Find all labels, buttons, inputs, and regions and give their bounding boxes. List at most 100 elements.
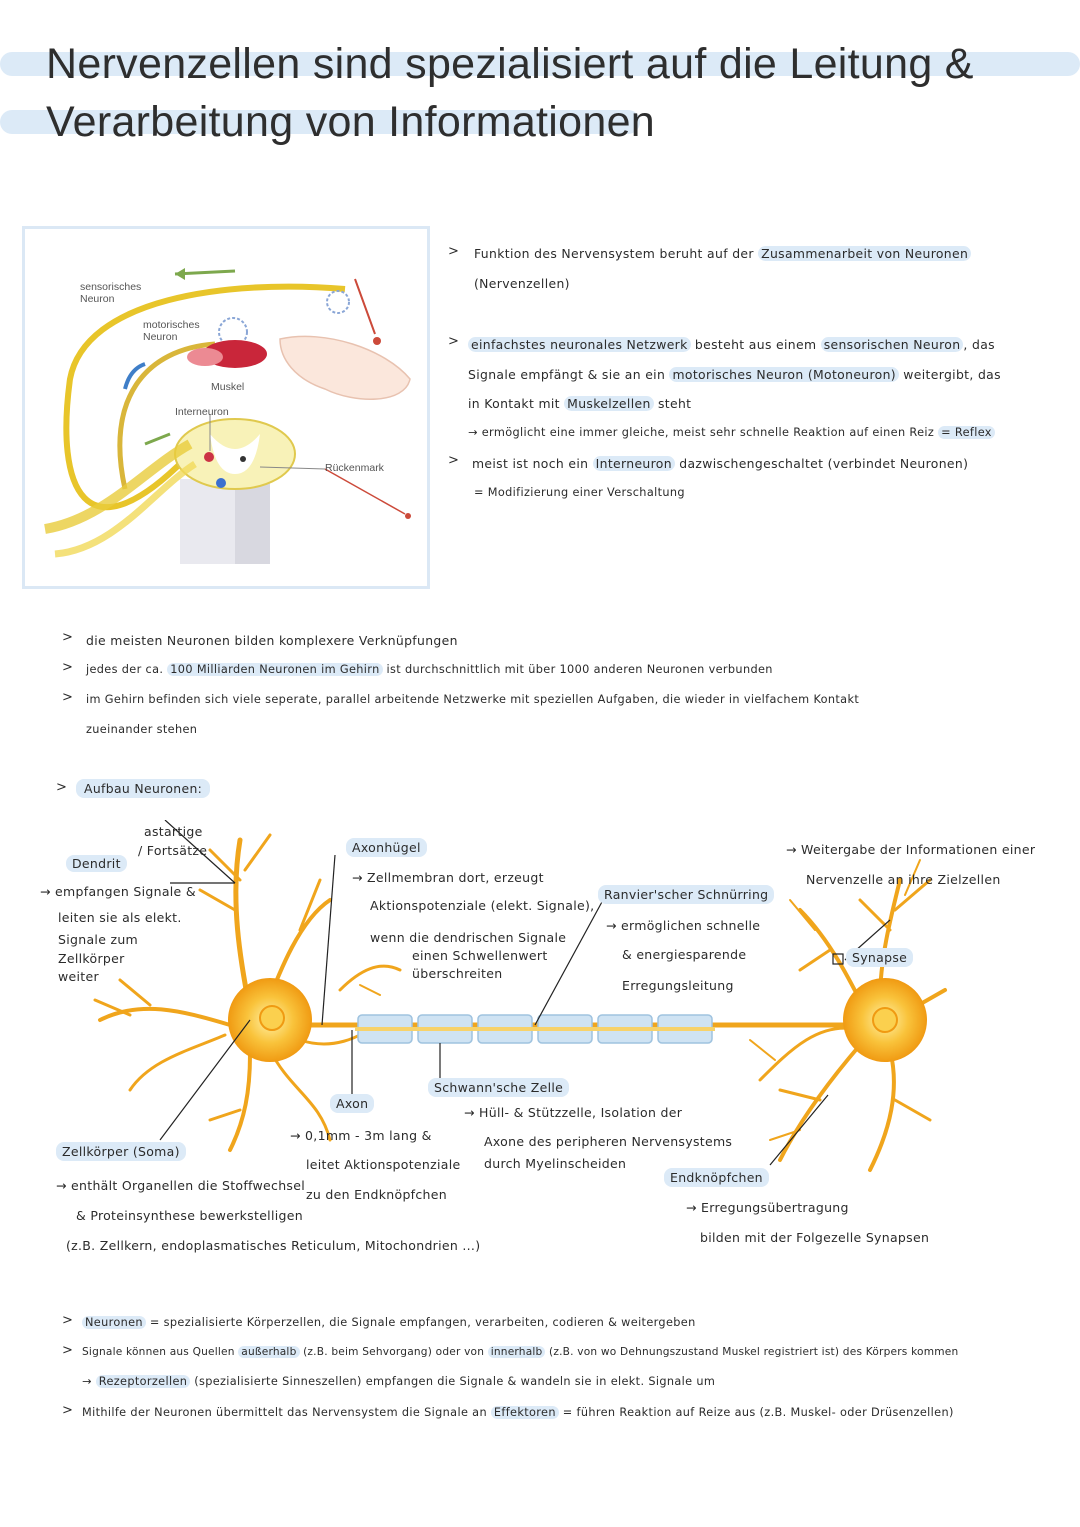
schwann-desc-2: Axone des peripheren Nervensystems	[484, 1134, 733, 1149]
label-axon: Axon	[330, 1094, 375, 1113]
axon-desc-2: leitet Aktionspotenziale	[306, 1157, 461, 1172]
schwann-desc-1: → Hüll- & Stützzelle, Isolation der	[464, 1105, 683, 1120]
dendrit-desc-5: weiter	[58, 969, 99, 984]
highlight-reflex: = Reflex	[938, 426, 995, 439]
bullet-text: Signale können aus Quellen	[82, 1346, 239, 1358]
axonhuegel-title: Axonhügel	[346, 838, 427, 857]
highlight-ausserhalb: außerhalb	[238, 1346, 300, 1358]
synapse-title: Synapse	[846, 948, 914, 967]
label-dendrit: Dendrit	[66, 855, 127, 872]
bullet-marker: >	[62, 690, 73, 705]
bullet-complex: die meisten Neuronen bilden komplexere V…	[86, 633, 458, 648]
bullet-function: Funktion des Nervensystem beruht auf der…	[474, 246, 972, 261]
highlight-motorisch: motorisches Neuron (Motoneuron)	[669, 367, 899, 382]
bullet-networks-l2: zueinander stehen	[86, 723, 198, 736]
neuron-diagram	[93, 820, 947, 1172]
bullet-marker: >	[62, 1403, 73, 1418]
axon-title: Axon	[330, 1094, 375, 1113]
endknoepfchen-title: Endknöpfchen	[664, 1168, 769, 1187]
figure-label-sensory: sensorisches Neuron	[80, 281, 142, 305]
ranvier-desc-2: & energiesparende	[622, 947, 747, 962]
bullet-marker: >	[448, 244, 459, 259]
dendrit-desc-3: Signale zum	[58, 932, 139, 947]
bullet-receptor: → Rezeptorzellen (spezialisierte Sinnesz…	[82, 1375, 715, 1388]
synapse-info-2: Nervenzelle an ihre Zielzellen	[806, 872, 1001, 887]
ranvier-title: Ranvier'scher Schnürring	[598, 885, 775, 904]
bullet-text: Funktion des Nervensystem beruht auf der	[474, 246, 759, 261]
bullet-text: Signale empfängt & sie an ein	[468, 367, 670, 382]
bullet-text: , das	[963, 337, 995, 352]
bullet-network-l4: → ermöglicht eine immer gleiche, meist s…	[468, 426, 995, 439]
highlight-aufbau: Aufbau Neuronen:	[76, 779, 211, 798]
figure-label-muscle: Muskel	[211, 381, 245, 393]
soma-desc-3: (z.B. Zellkern, endoplasmatisches Reticu…	[66, 1238, 481, 1253]
soma-desc-2: & Proteinsynthese bewerkstelligen	[76, 1208, 303, 1223]
axonhuegel-desc-1: → Zellmembran dort, erzeugt	[352, 870, 544, 885]
highlight-zusammenarbeit: Zusammenarbeit von Neuronen	[758, 246, 972, 261]
bullet-text: jedes der ca.	[86, 663, 168, 676]
bullet-text: (z.B. von wo Dehnungszustand Muskel regi…	[545, 1346, 959, 1358]
bullet-text: → ermöglicht eine immer gleiche, meist s…	[468, 426, 939, 439]
section-aufbau: Aufbau Neuronen:	[76, 779, 211, 798]
label-ranvier: Ranvier'scher Schnürring	[598, 885, 775, 904]
label-axonhuegel: Axonhügel	[346, 838, 427, 857]
bullet-marker: >	[62, 630, 73, 645]
bullet-text: dazwischengeschaltet (verbindet Neuronen…	[674, 456, 969, 471]
bullet-marker: >	[62, 660, 73, 675]
bullet-neuronen-def: Neuronen = spezialisierte Körperzellen, …	[82, 1316, 696, 1329]
bullet-text: = führen Reaktion auf Reize aus (z.B. Mu…	[558, 1406, 954, 1419]
soma-desc-1: → enthält Organellen die Stoffwechsel	[56, 1178, 306, 1193]
figure-label-spinal-cord: Rückenmark	[325, 462, 384, 474]
dendrit-desc-4: Zellkörper	[58, 951, 125, 966]
highlight-innerhalb: innerhalb	[487, 1346, 546, 1358]
figure-label-motor: motorisches Neuron	[143, 319, 200, 343]
highlight-sensorisch: sensorischen Neuron	[820, 337, 964, 352]
highlight-100-milliarden: 100 Milliarden Neuronen im Gehirn	[167, 663, 383, 676]
bullet-marker: >	[62, 1343, 73, 1358]
label-schwann: Schwann'sche Zelle	[428, 1078, 570, 1097]
label-soma: Zellkörper (Soma)	[56, 1142, 186, 1161]
highlight-neuronen: Neuronen	[82, 1316, 146, 1329]
bullet-effektoren: Mithilfe der Neuronen übermittelt das Ne…	[82, 1406, 954, 1419]
bullet-text: →	[82, 1375, 96, 1388]
label-fortsaetze: / Fortsätze	[138, 843, 208, 858]
highlight-muskelzellen: Muskelzellen	[564, 396, 654, 411]
bullet-marker: >	[56, 780, 67, 795]
bullet-text: ist durchschnittlich mit über 1000 ander…	[382, 663, 773, 676]
synapse-info-1: → Weitergabe der Informationen einer	[786, 842, 1036, 857]
bullet-network-l2: Signale empfängt & sie an ein motorische…	[468, 367, 1001, 382]
schwann-desc-3: durch Myelinscheiden	[484, 1156, 627, 1171]
highlight-effektoren: Effektoren	[490, 1406, 559, 1419]
highlight-interneuron: Interneuron	[592, 456, 675, 471]
highlight-netzwerk: einfachstes neuronales Netzwerk	[468, 337, 691, 352]
label-endknoepfchen: Endknöpfchen	[664, 1168, 769, 1187]
bullet-function-line2: (Nervenzellen)	[474, 276, 570, 291]
endknoepfchen-desc-2: bilden mit der Folgezelle Synapsen	[700, 1230, 930, 1245]
dendrit-desc-1: → empfangen Signale &	[40, 884, 196, 899]
soma-title: Zellkörper (Soma)	[56, 1142, 186, 1161]
schwann-title: Schwann'sche Zelle	[428, 1078, 570, 1097]
bullet-text: = spezialisierte Körperzellen, die Signa…	[145, 1316, 696, 1329]
bullet-marker: >	[448, 453, 459, 468]
reflex-arc-figure: sensorisches Neuron motorisches Neuron M…	[22, 226, 430, 589]
ranvier-desc-3: Erregungsleitung	[622, 978, 734, 993]
page-title-line-1: Nervenzellen sind spezialisiert auf die …	[46, 40, 974, 88]
page-title-line-2: Verarbeitung von Informationen	[46, 98, 656, 146]
axon-desc-3: zu den Endknöpfchen	[306, 1187, 447, 1202]
bullet-text: besteht aus einem	[690, 337, 821, 352]
bullet-networks: im Gehirn befinden sich viele seperate, …	[86, 693, 860, 706]
bullet-text: meist ist noch ein	[472, 456, 593, 471]
bullet-interneuron-l2: = Modifizierung einer Verschaltung	[474, 486, 685, 499]
bullet-interneuron: meist ist noch ein Interneuron dazwische…	[472, 456, 968, 471]
label-astartige: astartige	[144, 824, 203, 839]
bullet-network-l3: in Kontakt mit Muskelzellen steht	[468, 396, 691, 411]
axon-desc-1: → 0,1mm - 3m lang &	[290, 1128, 432, 1143]
ranvier-desc-1: → ermöglichen schnelle	[606, 918, 761, 933]
reflex-arc-illustration	[44, 268, 411, 564]
figure-label-interneuron: Interneuron	[175, 406, 229, 418]
highlight-rezeptorzellen: Rezeptorzellen	[95, 1375, 191, 1388]
bullet-marker: >	[62, 1313, 73, 1328]
axonhuegel-desc-3: wenn die dendrischen Signale	[370, 930, 567, 945]
axonhuegel-desc-4: einen Schwellenwert	[412, 948, 548, 963]
endknoepfchen-desc-1: → Erregungsübertragung	[686, 1200, 849, 1215]
